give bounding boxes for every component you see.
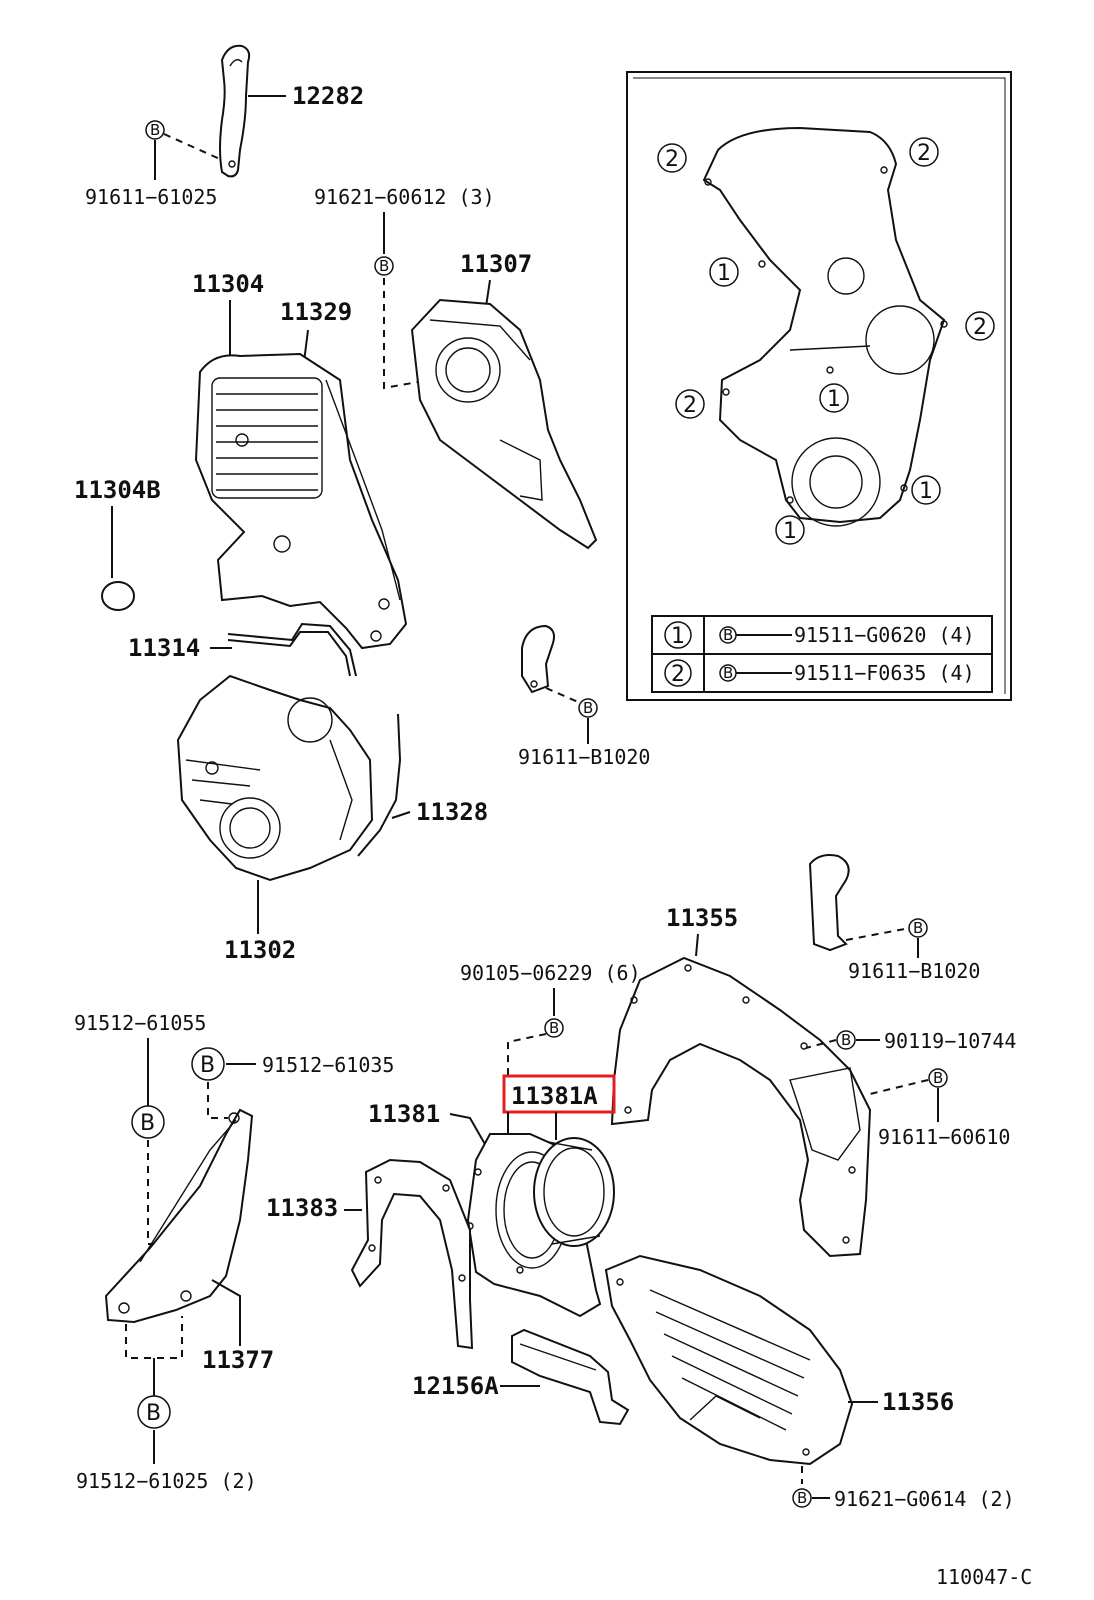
- svg-text:2: 2: [683, 393, 697, 418]
- part-label-11329[interactable]: 11329: [280, 298, 352, 326]
- part-label-11304[interactable]: 11304: [192, 270, 264, 298]
- part-label-91621-60612[interactable]: 91621−60612 (3): [314, 185, 495, 209]
- svg-text:B: B: [723, 626, 733, 644]
- lower-timing-cover-11302: [176, 674, 374, 882]
- part-label-11356[interactable]: 11356: [882, 1388, 954, 1416]
- svg-text:1: 1: [919, 479, 933, 504]
- bracket-11377: [104, 1108, 254, 1324]
- hook-91611-B1020-top: [521, 624, 555, 694]
- svg-text:2: 2: [973, 315, 987, 340]
- svg-text:2: 2: [671, 662, 685, 687]
- svg-text:2: 2: [665, 147, 679, 172]
- part-label-11304B[interactable]: 11304B: [74, 476, 161, 504]
- hook-bracket-12282: [219, 44, 251, 178]
- part-label-11381[interactable]: 11381: [368, 1100, 440, 1128]
- svg-text:2: 2: [917, 141, 931, 166]
- part-label-91512-61025[interactable]: 91512−61025 (2): [76, 1469, 257, 1493]
- svg-text:B: B: [797, 1489, 807, 1507]
- part-label-91621-G0614[interactable]: 91621−G0614 (2): [834, 1487, 1015, 1511]
- svg-text:B: B: [549, 1019, 559, 1037]
- part-label-90119-10744[interactable]: 90119−10744: [884, 1029, 1016, 1053]
- svg-text:B: B: [200, 1053, 215, 1078]
- svg-text:1: 1: [783, 519, 797, 544]
- timing-belt-plate-11355: [610, 956, 872, 1258]
- svg-text:B: B: [379, 257, 389, 275]
- upper-timing-cover-11304: [194, 352, 408, 650]
- part-label-91512-61035[interactable]: 91512−61035: [262, 1053, 394, 1077]
- part-label-91611-61025[interactable]: 91611−61025: [85, 185, 217, 209]
- part-label-11381A[interactable]: 11381A: [511, 1082, 598, 1110]
- inset-callouts: 2 2 1 2 1 2 1 1: [657, 137, 995, 545]
- part-label-91611-60610[interactable]: 91611−60610: [878, 1125, 1010, 1149]
- bracket-12156A: [511, 1328, 630, 1426]
- svg-text:B: B: [146, 1401, 161, 1426]
- part-label-11377[interactable]: 11377: [202, 1346, 274, 1374]
- part-label-11302[interactable]: 11302: [224, 936, 296, 964]
- part-label-12156A[interactable]: 12156A: [412, 1372, 499, 1400]
- part-label-91512-61055[interactable]: 91512−61055: [74, 1011, 206, 1035]
- lower-cover-11356: [604, 1254, 854, 1466]
- part-label-11355[interactable]: 11355: [666, 904, 738, 932]
- fastener-inset-box: [626, 71, 1012, 701]
- highlight-box-11381A: [502, 1074, 616, 1114]
- svg-text:1: 1: [827, 387, 841, 412]
- oil-seal-11381A: [533, 1137, 615, 1247]
- legend-part-2[interactable]: 91511−F0635 (4): [794, 661, 975, 685]
- part-label-90105-06229[interactable]: 90105−06229 (6): [460, 961, 641, 985]
- svg-text:1: 1: [717, 261, 731, 286]
- plug-11304B: [101, 581, 135, 611]
- svg-text:1: 1: [671, 624, 685, 649]
- svg-text:B: B: [583, 699, 593, 717]
- part-label-91611-B1020-top[interactable]: 91611−B1020: [518, 745, 650, 769]
- hook-91611-B1020-bottom: [808, 854, 850, 952]
- gasket-11383: [350, 1158, 474, 1350]
- svg-text:B: B: [841, 1031, 851, 1049]
- part-label-12282[interactable]: 12282: [292, 82, 364, 110]
- part-label-11383[interactable]: 11383: [266, 1194, 338, 1222]
- svg-text:B: B: [150, 121, 160, 139]
- rear-timing-cover-11307: [410, 298, 598, 550]
- part-label-11314[interactable]: 11314: [128, 634, 200, 662]
- part-label-11307[interactable]: 11307: [460, 250, 532, 278]
- part-label-91611-B1020-bottom[interactable]: 91611−B1020: [848, 959, 980, 983]
- svg-text:B: B: [140, 1111, 155, 1136]
- fastener-legend-table: 1 B 91511−G0620 (4) 2 B 91511−F0635 (4): [651, 615, 993, 693]
- svg-text:B: B: [913, 919, 923, 937]
- svg-text:B: B: [723, 664, 733, 682]
- part-label-11328[interactable]: 11328: [416, 798, 488, 826]
- svg-text:B: B: [933, 1069, 943, 1087]
- gasket-11328: [357, 713, 402, 857]
- legend-part-1[interactable]: 91511−G0620 (4): [794, 623, 975, 647]
- gasket-11314: [227, 622, 357, 677]
- diagram-code: 110047-C: [936, 1565, 1032, 1589]
